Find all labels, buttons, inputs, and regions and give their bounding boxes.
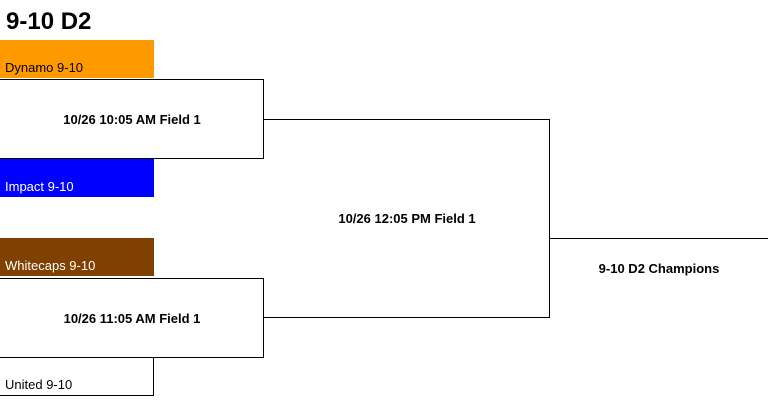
team-slot-impact[interactable]: Impact 9-10 xyxy=(0,159,154,197)
final-vertical-line xyxy=(549,119,550,318)
team-slot-whitecaps[interactable]: Whitecaps 9-10 xyxy=(0,238,154,276)
semi2-bottom-line xyxy=(0,357,264,358)
semi2-top-line xyxy=(0,278,264,279)
champion-line xyxy=(550,238,768,239)
team-slot-united[interactable]: United 9-10 xyxy=(0,358,154,396)
final-game-label: 10/26 12:05 PM Field 1 xyxy=(338,211,476,226)
final-bottom-line xyxy=(264,317,550,318)
team-name: Impact 9-10 xyxy=(5,179,74,194)
champion-label: 9-10 D2 Champions xyxy=(598,261,720,276)
semi1-bottom-line xyxy=(0,158,264,159)
semi1-top-line xyxy=(0,79,264,80)
semi1-vertical-line xyxy=(263,79,264,159)
final-top-line xyxy=(264,119,550,120)
bracket-title: 9-10 D2 xyxy=(6,8,92,35)
semi1-game-label: 10/26 10:05 AM Field 1 xyxy=(63,112,201,127)
semi2-game-label: 10/26 11:05 AM Field 1 xyxy=(63,311,201,326)
semi2-vertical-line xyxy=(263,278,264,358)
team-name: United 9-10 xyxy=(5,377,73,392)
team-slot-dynamo[interactable]: Dynamo 9-10 xyxy=(0,40,154,78)
team-name: Dynamo 9-10 xyxy=(5,60,84,75)
team-name: Whitecaps 9-10 xyxy=(5,258,96,273)
